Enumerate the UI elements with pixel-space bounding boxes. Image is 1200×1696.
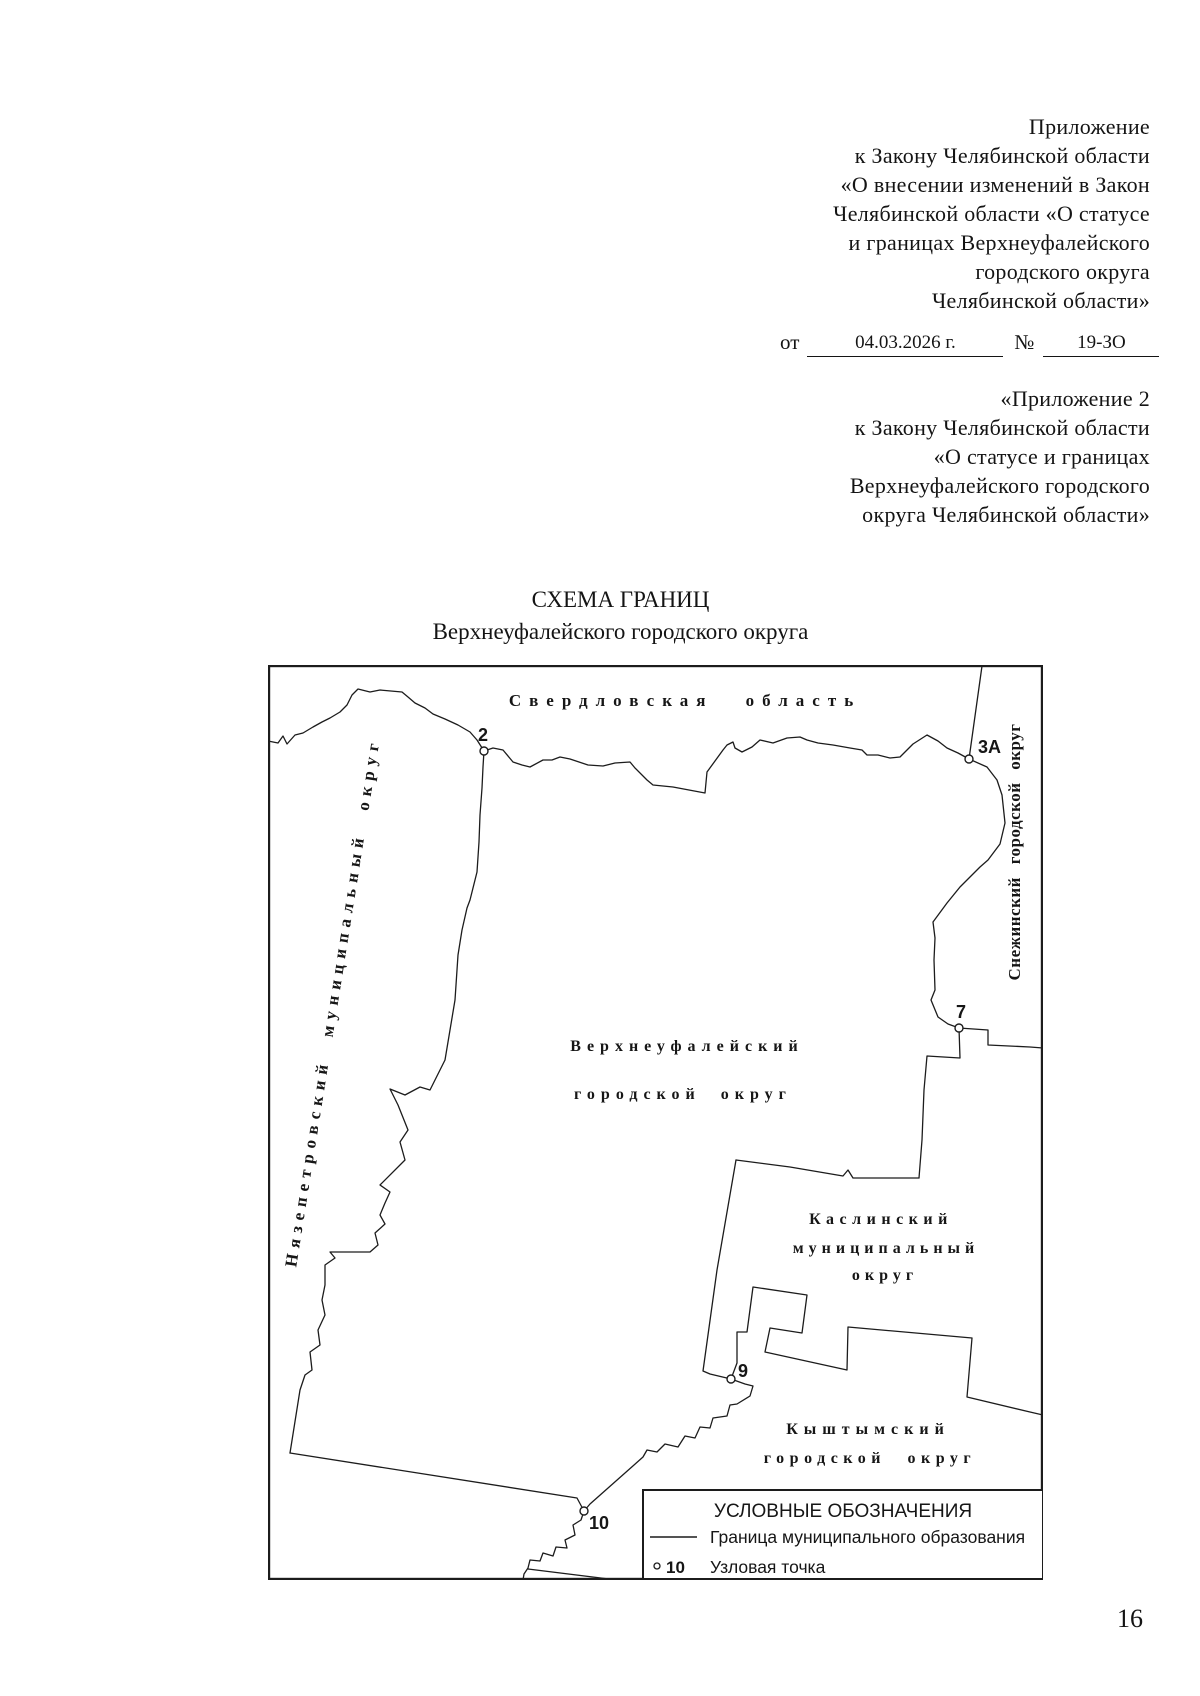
appendix2-line: «Приложение 2 bbox=[1000, 386, 1150, 411]
boundary-east-kaslinsky-upper bbox=[918, 1027, 961, 1179]
page-number: 16 bbox=[1117, 1604, 1143, 1633]
appendix1-line: городского округа bbox=[975, 259, 1150, 284]
region-label-kyshtymsky-2: городской округ bbox=[764, 1450, 976, 1467]
boundary-kyshtymsky-west bbox=[583, 1378, 754, 1512]
appendix1-line: Приложение bbox=[1028, 114, 1150, 139]
appendix1-line: к Закону Челябинской области bbox=[854, 143, 1150, 168]
law-number-value: 19-ЗО bbox=[1043, 332, 1160, 357]
boundary-map-svg: 2 3А 7 9 10 Свердловская область Верхнеу… bbox=[268, 665, 1043, 1580]
boundary-sverdlovsk-snezhinsk bbox=[968, 665, 983, 760]
legend-box bbox=[642, 1489, 1043, 1580]
map-title-line1: СХЕМА ГРАНИЦ bbox=[531, 587, 710, 612]
legend-title: УСЛОВНЫЕ ОБОЗНАЧЕНИЯ bbox=[714, 1501, 972, 1522]
boundary-kaslinsky-steep bbox=[702, 1159, 737, 1380]
node-2-label: 2 bbox=[478, 725, 488, 745]
region-label-kaslinsky-1: Каслинский bbox=[809, 1211, 953, 1228]
node-7-label: 7 bbox=[956, 1002, 966, 1022]
boundary-node10-south bbox=[522, 1510, 585, 1580]
appendix2-line: к Закону Челябинской области bbox=[854, 415, 1150, 440]
legend-boundary-label: Граница муниципального образования bbox=[710, 1527, 1025, 1547]
boundary-north-east bbox=[483, 734, 970, 794]
map-title-line2: Верхнеуфалейского городского округа bbox=[432, 619, 809, 644]
appendix1-line: Челябинской области» bbox=[931, 288, 1150, 313]
number-sign: № bbox=[1014, 330, 1035, 354]
boundary-map: 2 3А 7 9 10 Свердловская область Верхнеу… bbox=[268, 665, 1043, 1580]
appendix2-line: Верхнеуфалейского городского bbox=[849, 473, 1150, 498]
boundary-kaslinsky-zigzag bbox=[735, 1159, 920, 1179]
boundary-south bbox=[289, 1452, 585, 1512]
map-frame bbox=[268, 665, 1043, 1580]
appendix2-line: «О статусе и границах bbox=[933, 444, 1150, 469]
boundary-north-west bbox=[268, 688, 485, 752]
appendix1-block: Приложение к Закону Челябинской области … bbox=[833, 112, 1150, 315]
region-label-verkhneufaleysky-1: Верхнеуфалейский bbox=[570, 1038, 803, 1055]
boundary-snezhinsk-kaslinsky bbox=[958, 1027, 1043, 1049]
region-label-verkhneufaleysky-2: городской округ bbox=[574, 1086, 792, 1103]
region-label-kyshtymsky-1: Кыштымский bbox=[786, 1421, 950, 1438]
node-2-marker bbox=[479, 746, 489, 756]
node-7-marker bbox=[954, 1023, 964, 1033]
date-prefix: от bbox=[780, 330, 800, 354]
legend-node-symbol-label: 10 bbox=[666, 1558, 685, 1577]
legend: УСЛОВНЫЕ ОБОЗНАЧЕНИЯ Граница муниципальн… bbox=[642, 1489, 1043, 1580]
appendix1-line: Челябинской области «О статусе bbox=[833, 201, 1150, 226]
node-3a-marker bbox=[964, 754, 974, 764]
region-label-nyazepetrovsky: Нязепетровский муниципальный округ bbox=[281, 736, 384, 1268]
node-3a-label: 3А bbox=[978, 737, 1001, 757]
boundary-west-nyazepetrovsky bbox=[289, 750, 485, 1454]
node-9-marker bbox=[726, 1374, 736, 1384]
region-label-kaslinsky-3: округ bbox=[852, 1267, 918, 1284]
region-label-snezhinsky: Снежинский городской округ bbox=[1005, 724, 1024, 981]
map-title: СХЕМА ГРАНИЦ Верхнеуфалейского городског… bbox=[233, 584, 1008, 648]
legend-node-label: Узловая точка bbox=[710, 1557, 826, 1577]
boundary-node10-southeast bbox=[527, 1568, 618, 1580]
law-date-value: 04.03.2026 г. bbox=[807, 332, 1004, 357]
region-label-kaslinsky-2: муниципальный bbox=[793, 1240, 980, 1257]
appendix2-line: округа Челябинской области» bbox=[862, 502, 1150, 527]
legend-node-symbol bbox=[653, 1562, 661, 1570]
law-date-number-line: от 04.03.2026 г. № 19-ЗО bbox=[780, 330, 1160, 357]
node-10-label: 10 bbox=[589, 1513, 609, 1533]
boundary-east-snezhinsk bbox=[930, 758, 1006, 1029]
appendix1-line: «О внесении изменений в Закон bbox=[840, 172, 1150, 197]
appendix1-line: и границах Верхнеуфалейского bbox=[848, 230, 1150, 255]
boundary-kaslinsky-kyshtymsky bbox=[730, 1286, 1043, 1416]
region-label-sverdlovsk: Свердловская область bbox=[509, 691, 861, 710]
node-9-label: 9 bbox=[738, 1361, 748, 1381]
appendix2-block: «Приложение 2 к Закону Челябинской облас… bbox=[850, 384, 1150, 529]
node-10-marker bbox=[579, 1506, 589, 1516]
